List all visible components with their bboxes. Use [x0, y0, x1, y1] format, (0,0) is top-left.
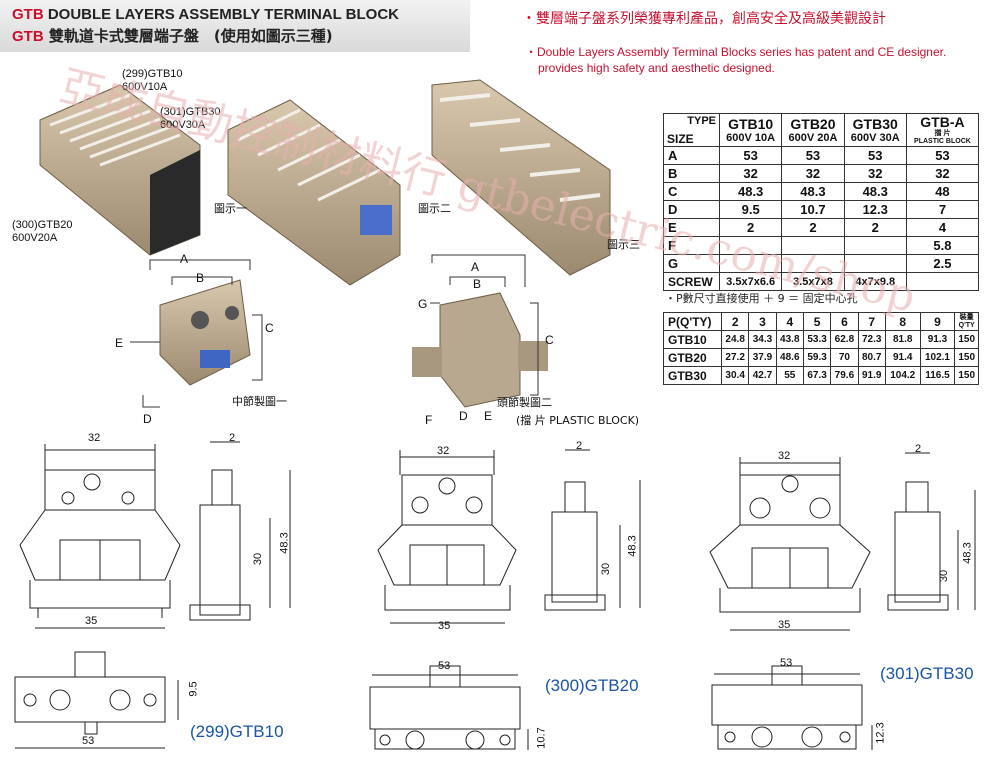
photo-dimension-lines: [130, 254, 539, 408]
drawing-gtb30-front: [709, 474, 871, 613]
gtb10-dim-2: 2: [229, 432, 236, 444]
dim-letter-a: A: [180, 252, 189, 266]
gtb20-dim-30: 30: [600, 562, 613, 576]
gtb20-dim-35: 35: [438, 620, 451, 632]
photo-gtb10-assembly: [39, 84, 201, 256]
drawing-gtb10-side: [189, 469, 251, 621]
drawing-gtb30-side: [887, 481, 949, 611]
figure-2-label: 圖示二: [418, 202, 451, 215]
gtb20-dim-d: 10.7: [535, 727, 548, 749]
dim-letter-b: B: [196, 271, 205, 285]
gtb30-dim-30: 30: [938, 569, 951, 583]
header-title-zh: GTB 雙軌道卡式雙層端子盤 (使用如圖示三種): [12, 27, 333, 45]
head-letter-f: F: [425, 413, 433, 427]
label-gtb20: (300)GTB20: [12, 219, 73, 231]
head-letter-c: C: [545, 333, 554, 347]
gtb30-dim-48-3: 48.3: [961, 542, 974, 564]
label-gtb10-rating: 600V10A: [122, 81, 168, 93]
gtb10-dim-30: 30: [252, 552, 265, 566]
gtb30-dim-d: 12.3: [874, 722, 887, 744]
label-gtb20-rating: 600V20A: [12, 232, 58, 244]
head-letter-a: A: [471, 260, 480, 274]
gtb10-dim-32: 32: [88, 432, 101, 444]
gtb20-dim-48-3: 48.3: [626, 535, 639, 557]
dim-letter-d: D: [143, 412, 152, 426]
label-gtb10: (299)GTB10: [122, 68, 183, 80]
technical-drawings: [14, 441, 976, 750]
header-band: [0, 0, 470, 52]
photo-gtb30-assembly: [431, 79, 611, 276]
type-size-cell: TYPE SIZE: [663, 113, 720, 147]
gtb10-dim-48-3: 48.3: [278, 532, 291, 554]
dim-letter-c: C: [265, 321, 274, 335]
dim-letter-e: E: [115, 336, 124, 350]
middle-caption: 中節製圖一: [232, 395, 287, 408]
tagline-zh: ・雙層端子盤系列榮獲專利產品，創高安全及高級美觀設計: [522, 11, 886, 27]
caption-gtb10: (299)GTB10: [190, 722, 284, 741]
caption-gtb20: (300)GTB20: [545, 676, 639, 695]
size-label: SIZE: [667, 132, 694, 146]
gtb20-dim-2: 2: [576, 440, 583, 452]
gtb10-dim-35: 35: [85, 615, 98, 627]
head-letter-e: E: [484, 409, 493, 423]
figure-1-label: 圖示一: [214, 202, 247, 215]
gtb30-dim-2: 2: [915, 443, 922, 455]
head-letter-b: B: [473, 277, 482, 291]
p-size-note: ・P數尺寸直接使用 ＋ 9 ＝ 固定中心孔: [665, 292, 858, 305]
head-caption: 頭節製圖二: [497, 396, 552, 409]
tagline-en-1: ・Double Layers Assembly Terminal Blocks …: [525, 45, 947, 59]
gtb30-dim-53: 53: [780, 657, 793, 669]
gtb20-dim-53: 53: [438, 660, 451, 672]
gtb10-dim-53: 53: [82, 735, 95, 747]
label-gtb30-rating: 600V30A: [160, 119, 206, 131]
header-title-en: GTB DOUBLE LAYERS ASSEMBLY TERMINAL BLOC…: [12, 6, 399, 23]
head-letter-d: D: [459, 409, 468, 423]
drawing-gtb30-top: [711, 665, 873, 750]
photo-middle-block: [159, 279, 251, 386]
type-label: TYPE: [687, 115, 716, 127]
gtb10-dim-d: 9.5: [187, 681, 200, 697]
tagline-en-2: provides high safety and aesthetic desig…: [538, 61, 775, 75]
drawing-gtb10-front: [19, 469, 181, 618]
product-photos: [39, 79, 611, 408]
drawing-gtb20-top: [369, 665, 529, 750]
drawing-gtb20-front: [377, 474, 517, 611]
gtb20-dim-32: 32: [437, 445, 450, 457]
photo-head-plate: [412, 292, 548, 408]
drawing-gtb10-top: [14, 651, 179, 749]
gtb30-dim-35: 35: [778, 619, 791, 631]
drawing-gtb20-side: [544, 481, 606, 611]
photo-gtb20-assembly: [227, 99, 401, 286]
head-caption-plastic: (擋 片 PLASTIC BLOCK): [516, 414, 640, 427]
gtb30-dim-32: 32: [778, 450, 791, 462]
head-letter-g: G: [418, 297, 428, 311]
figure-3-label: 圖示三: [607, 238, 640, 251]
caption-gtb30: (301)GTB30: [880, 664, 974, 683]
label-gtb30: (301)GTB30: [160, 106, 221, 118]
